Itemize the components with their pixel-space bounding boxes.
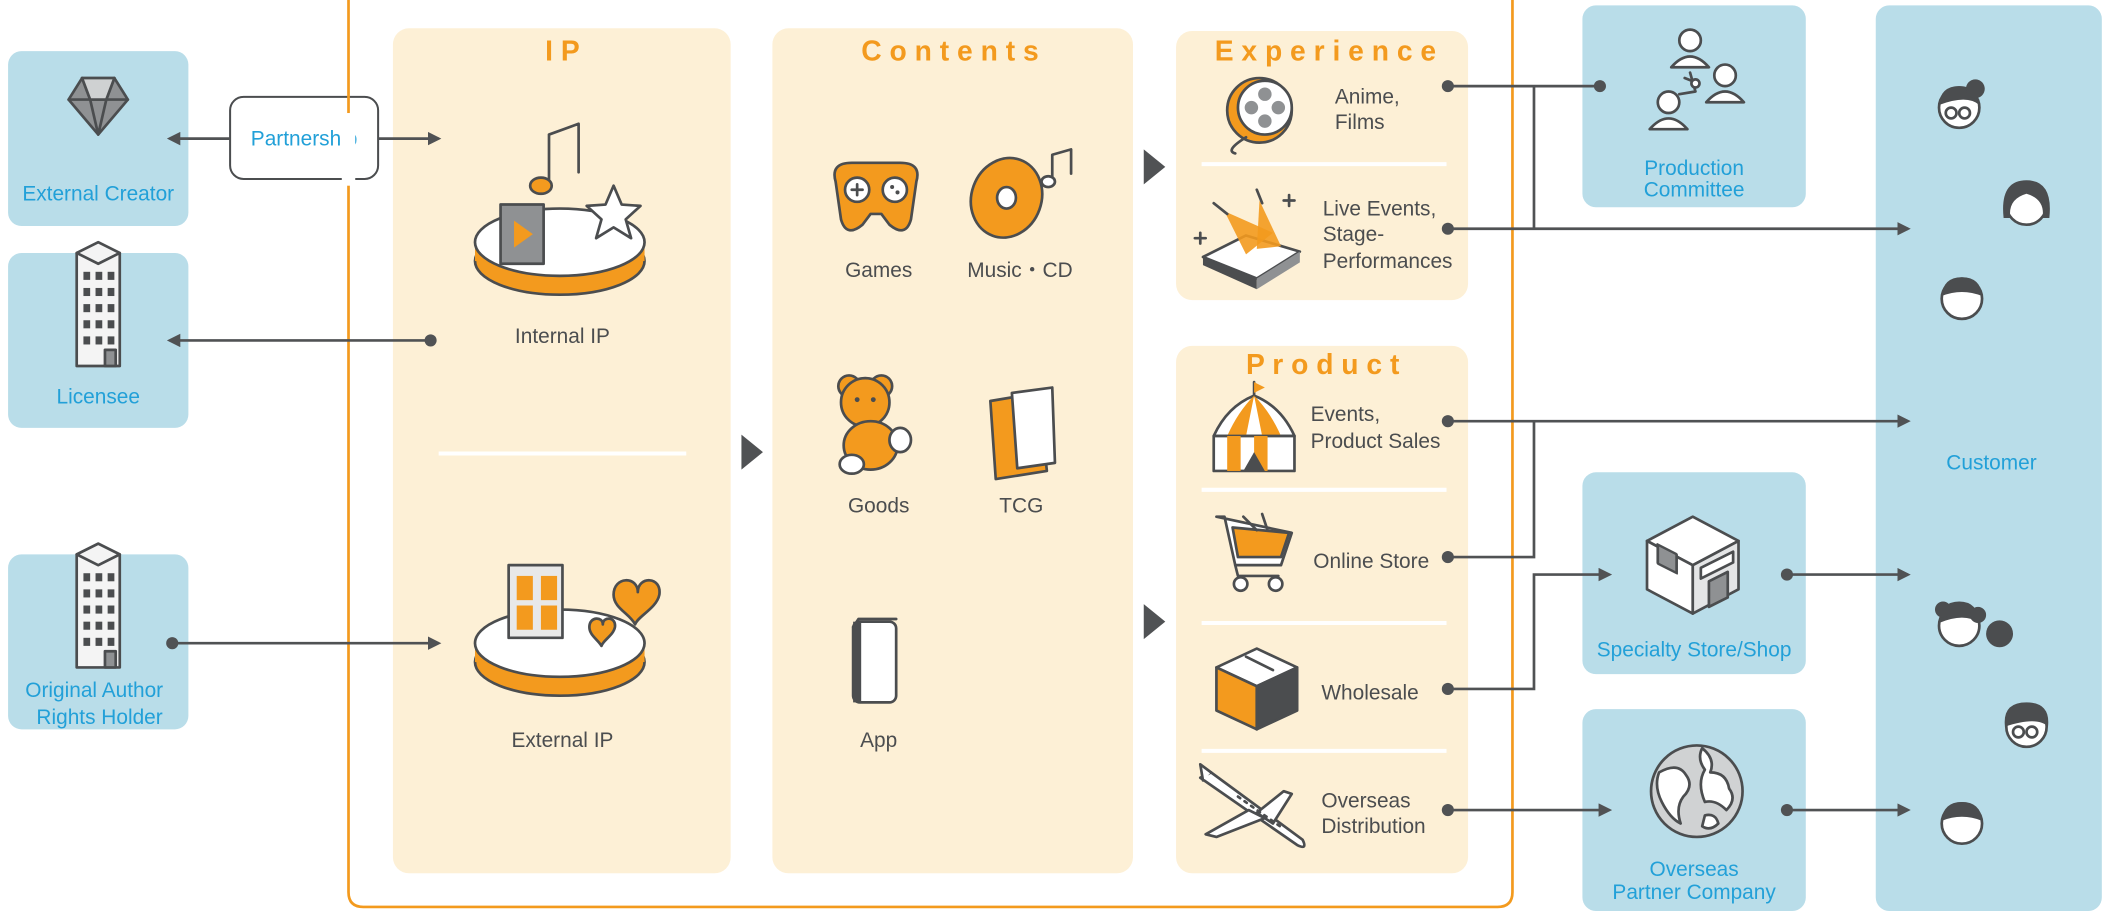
building-icon [75, 240, 122, 368]
person-icon [1937, 79, 1985, 130]
performances-label: Performances [1323, 250, 1453, 273]
flow-arrow-ip-to-contents [741, 434, 763, 470]
partner-company-label: Partner Company [1612, 881, 1776, 904]
tent-icon [1212, 380, 1296, 473]
tcg-label: TCG [999, 495, 1043, 518]
stage-label: Stage- [1323, 223, 1384, 246]
card-folder-icon [989, 386, 1057, 481]
partnership-label: Partnership [251, 127, 358, 150]
customer-label: Customer [1946, 452, 2036, 475]
licensee-label: Licensee [57, 386, 140, 409]
box-icon [1215, 647, 1299, 731]
film-reel-icon [1225, 76, 1294, 155]
production-label: Production [1644, 157, 1744, 180]
music-cd-label: Music・CD [967, 259, 1072, 282]
person-icon [1934, 601, 2014, 648]
person-icon [2003, 180, 2050, 227]
app-label: App [860, 729, 897, 752]
external-creator-label: External Creator [22, 182, 174, 205]
globe-icon [1649, 744, 1744, 839]
building-icon [75, 542, 122, 669]
contents-title: C o n t e n t s [861, 35, 1038, 67]
internal-ip-label: Internal IP [515, 325, 610, 348]
flow-arrow-contents-to-experience [1143, 149, 1166, 185]
wholesale-label: Wholesale [1321, 682, 1418, 705]
store-icon [1645, 515, 1740, 615]
contents-panel [772, 28, 1133, 874]
person-icon [1940, 277, 1984, 321]
events-label: Events, [1311, 403, 1381, 426]
experience-title: E x p e r i e n c e [1215, 35, 1436, 67]
goods-label: Goods [848, 495, 909, 518]
product-sales-label: Product Sales [1311, 430, 1441, 453]
film-hearts-icon [473, 563, 661, 698]
original-author-label: Original Author [25, 679, 163, 702]
person-icon [1940, 801, 1984, 846]
gamepad-icon [833, 161, 919, 232]
teddy-bear-icon [836, 374, 913, 475]
flow-arrow-contents-to-product [1143, 604, 1166, 640]
ip-title: I P [545, 35, 580, 67]
external-ip-label: External IP [511, 729, 613, 752]
overseas-partner-label: Overseas [1650, 858, 1739, 881]
committee-label: Committee [1644, 178, 1745, 201]
anime-label: Anime, [1335, 86, 1400, 109]
connectors [166, 84, 1911, 817]
online-store-label: Online Store [1313, 550, 1429, 573]
films-label: Films [1335, 111, 1385, 134]
line-online-store [1447, 421, 1536, 559]
music-film-star-icon [473, 122, 646, 297]
distribution-label: Distribution [1321, 815, 1425, 838]
specialty-store-label: Specialty Store/Shop [1597, 639, 1792, 662]
cd-music-icon [969, 148, 1073, 239]
customer-box [1875, 5, 2102, 911]
external-creator-box [8, 51, 189, 227]
people-network-icon [1648, 28, 1746, 131]
games-label: Games [845, 259, 912, 282]
gem-icon [67, 76, 130, 136]
connector-dots [166, 80, 1794, 817]
shopping-cart-icon [1215, 512, 1294, 593]
line-wholesale-to-store [1447, 567, 1613, 691]
company-frame [347, 0, 1514, 909]
stage-spotlight-icon [1193, 188, 1302, 290]
live-events-label: Live Events, [1323, 197, 1437, 220]
frame-gap [341, 113, 356, 186]
airplane-icon [1198, 762, 1306, 849]
rights-holder-label: Rights Holder [36, 706, 162, 729]
production-committee-box [1582, 5, 1806, 208]
person-icon [2004, 702, 2049, 749]
product-title: P r o d u c t [1246, 348, 1400, 380]
product-panel [1176, 345, 1469, 874]
overseas-label: Overseas [1321, 789, 1410, 812]
smartphone-icon [851, 617, 898, 704]
